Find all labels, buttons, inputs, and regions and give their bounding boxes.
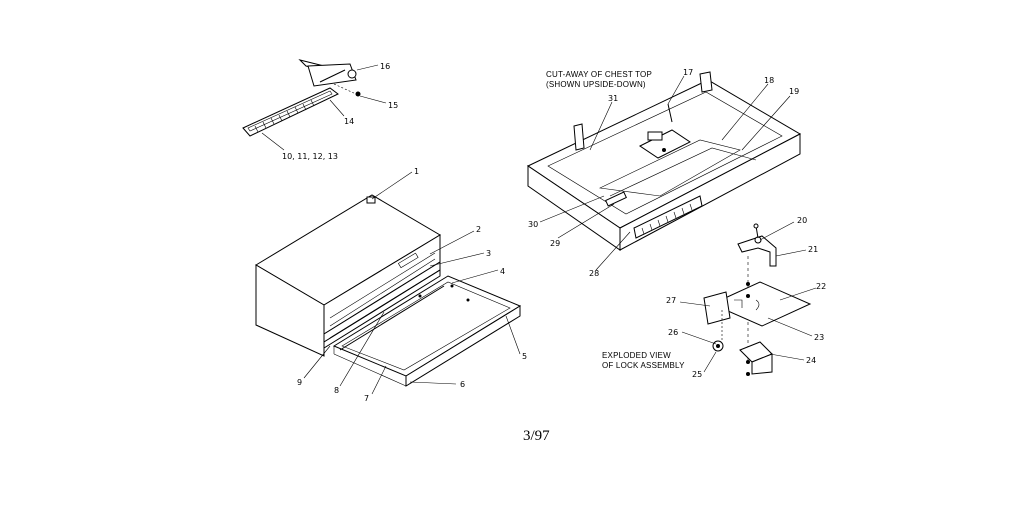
label-16: 16: [380, 62, 390, 71]
label-21: 21: [808, 245, 818, 254]
label-4: 4: [500, 267, 505, 276]
label-29: 29: [550, 239, 560, 248]
leader-lines: [261, 64, 817, 395]
page-number: 3/97: [523, 428, 550, 444]
label-30: 30: [528, 220, 538, 229]
label-1: 1: [414, 167, 419, 176]
lock-assembly: [703, 223, 812, 376]
label-26: 26: [668, 328, 678, 337]
label-24: 24: [806, 356, 816, 365]
caption-lock-line2: OF LOCK ASSEMBLY: [602, 361, 685, 370]
label-5: 5: [522, 352, 527, 361]
label-19: 19: [789, 87, 799, 96]
label-17: 17: [683, 68, 693, 77]
caption-chest-top-line2: (SHOWN UPSIDE-DOWN): [546, 80, 646, 89]
label-3: 3: [486, 249, 491, 258]
label-23: 23: [814, 333, 824, 342]
caption-lock-line1: EXPLODED VIEW: [602, 351, 671, 360]
label-27: 27: [666, 296, 676, 305]
label-14: 14: [344, 117, 354, 126]
label-9: 9: [297, 378, 302, 387]
label-31: 31: [608, 94, 618, 103]
label-28: 28: [589, 269, 599, 278]
label-15: 15: [388, 101, 398, 110]
chest-top-cutaway: [526, 71, 802, 251]
tool-chest: [255, 194, 522, 387]
label-18: 18: [764, 76, 774, 85]
label-8: 8: [334, 386, 339, 395]
label-22: 22: [816, 282, 826, 291]
caption-chest-top-line1: CUT-AWAY OF CHEST TOP: [546, 70, 652, 79]
callout-labels: 1 2 3 4 5 6 7 8 9 10, 11, 12, 13 14 15 1…: [282, 62, 826, 403]
label-2: 2: [476, 225, 481, 234]
label-20: 20: [797, 216, 807, 225]
label-10-13: 10, 11, 12, 13: [282, 152, 338, 161]
label-6: 6: [460, 380, 465, 389]
rail-assembly: [242, 59, 361, 137]
label-25: 25: [692, 370, 702, 379]
label-7: 7: [364, 394, 369, 403]
